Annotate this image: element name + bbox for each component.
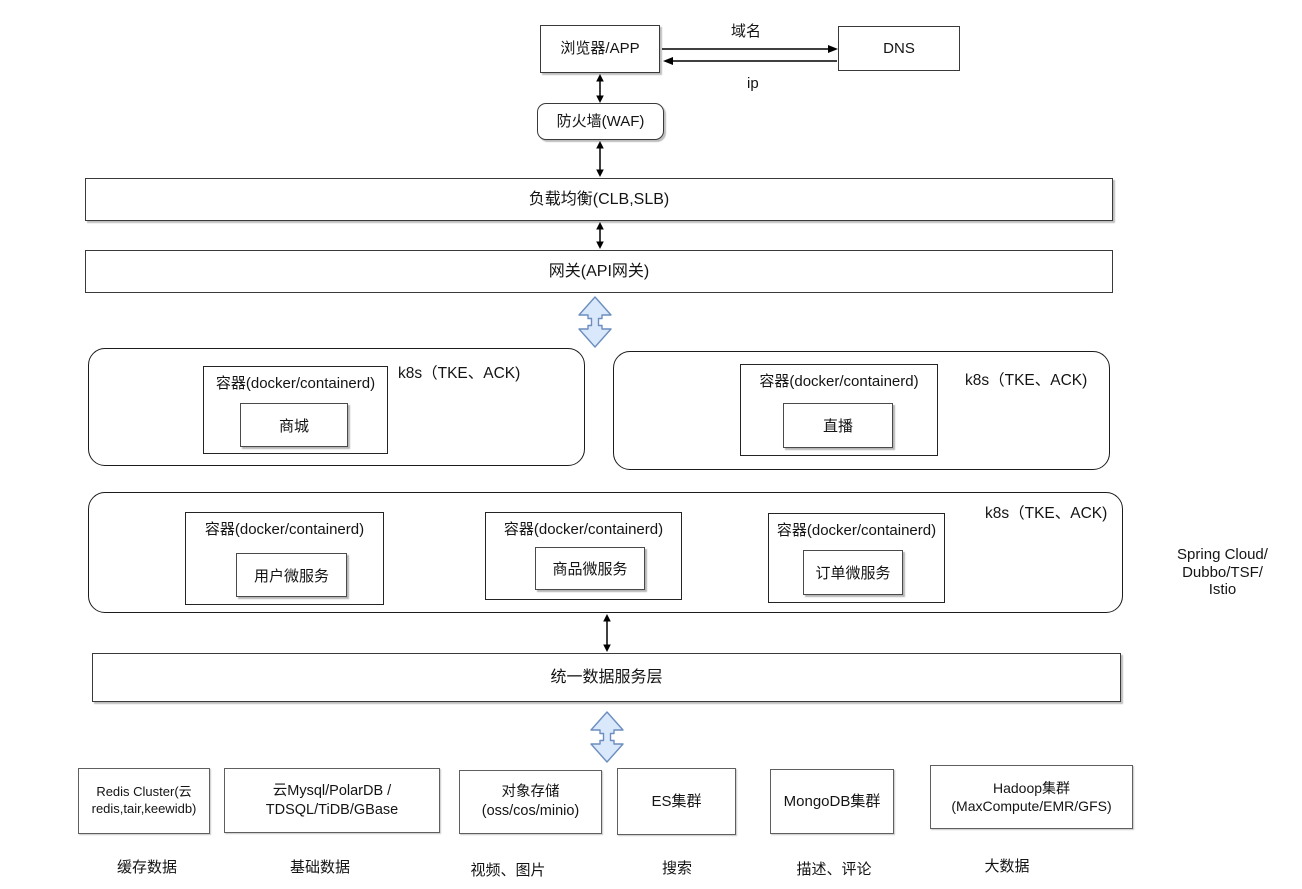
storage-hadoop-line: (MaxCompute/EMR/GFS) bbox=[951, 798, 1112, 814]
storage-redis-line: redis,tair,keewidb) bbox=[91, 801, 197, 816]
service-user-label: 用户微服务 bbox=[253, 567, 329, 585]
category-label-bigdata: 大数据 bbox=[984, 858, 1030, 875]
waf-label: 防火墙(WAF) bbox=[556, 112, 645, 130]
framework-note-line: Spring Cloud/ bbox=[1177, 546, 1268, 563]
service-box-live: 直播 bbox=[783, 403, 893, 448]
container-title: 容器(docker/containerd) bbox=[759, 373, 919, 390]
storage-oss-line: 对象存储 bbox=[501, 784, 560, 801]
framework-note-line: Dubbo/TSF/ bbox=[1182, 563, 1263, 581]
category-label-base-data: 基础数据 bbox=[289, 859, 351, 876]
category-label-cache: 缓存数据 bbox=[116, 859, 178, 876]
domain-request-arrow bbox=[662, 45, 838, 53]
gateway-k8s-flow-arrow bbox=[578, 296, 612, 348]
storage-box-hadoop: Hadoop集群 (MaxCompute/EMR/GFS) bbox=[930, 765, 1133, 829]
category-label-media: 视频、图片 bbox=[470, 862, 546, 879]
browser-app-node: 浏览器/APP bbox=[540, 25, 660, 73]
k8s-cluster-mall-label: k8s（TKE、ACK) bbox=[398, 365, 521, 382]
waf-lb-arrow bbox=[596, 141, 604, 177]
container-box-live: 容器(docker/containerd) bbox=[740, 364, 938, 456]
framework-note-line: Istio bbox=[1208, 581, 1237, 598]
storage-mongo-line: MongoDB集群 bbox=[783, 792, 881, 810]
datalayer-storage-flow-arrow bbox=[590, 711, 624, 763]
domain-arrow-label: 域名 bbox=[731, 23, 762, 40]
storage-redis-line: Redis Cluster(云 bbox=[96, 784, 192, 800]
service-box-product: 商品微服务 bbox=[535, 547, 645, 590]
service-live-label: 直播 bbox=[822, 418, 853, 435]
gateway-label: 网关(API网关) bbox=[548, 262, 650, 280]
storage-mysql-line: TDSQL/TiDB/GBase bbox=[265, 801, 399, 818]
browser-waf-arrow bbox=[596, 74, 604, 103]
container-title: 容器(docker/containerd) bbox=[776, 522, 937, 539]
storage-box-es: ES集群 bbox=[617, 768, 736, 835]
ip-response-arrow bbox=[663, 57, 837, 65]
dns-label: DNS bbox=[883, 39, 915, 57]
container-title: 容器(docker/containerd) bbox=[215, 375, 376, 392]
service-box-mall: 商城 bbox=[240, 403, 348, 447]
load-balancer-bar: 负载均衡(CLB,SLB) bbox=[85, 178, 1113, 221]
load-balancer-label: 负载均衡(CLB,SLB) bbox=[528, 190, 670, 208]
k8s-cluster-live-label: k8s（TKE、ACK) bbox=[965, 372, 1088, 389]
category-label-comments: 描述、评论 bbox=[796, 861, 872, 878]
container-title: 容器(docker/containerd) bbox=[204, 521, 365, 538]
storage-oss-line: (oss/cos/minio) bbox=[481, 803, 580, 819]
storage-mysql-line: 云Mysql/PolarDB / bbox=[272, 782, 392, 799]
storage-box-mysql: 云Mysql/PolarDB / TDSQL/TiDB/GBase bbox=[224, 768, 440, 833]
ip-arrow-label: ip bbox=[747, 75, 759, 92]
dns-node: DNS bbox=[838, 26, 960, 71]
storage-es-line: ES集群 bbox=[651, 792, 702, 810]
lb-gateway-arrow bbox=[596, 222, 604, 249]
storage-hadoop-line: Hadoop集群 bbox=[992, 779, 1071, 796]
container-title: 容器(docker/containerd) bbox=[503, 521, 664, 538]
browser-app-label: 浏览器/APP bbox=[560, 40, 640, 57]
framework-note: Spring Cloud/ Dubbo/TSF/ Istio bbox=[1150, 546, 1295, 599]
waf-node: 防火墙(WAF) bbox=[537, 103, 664, 140]
service-box-user: 用户微服务 bbox=[236, 553, 347, 597]
storage-box-object-storage: 对象存储 (oss/cos/minio) bbox=[459, 770, 602, 834]
service-mall-label: 商城 bbox=[278, 417, 309, 435]
k8s-cluster-microservices-label: k8s（TKE、ACK) bbox=[985, 505, 1108, 522]
storage-box-mongodb: MongoDB集群 bbox=[770, 769, 894, 834]
service-product-label: 商品微服务 bbox=[552, 561, 628, 578]
gateway-bar: 网关(API网关) bbox=[85, 250, 1113, 293]
data-layer-label: 统一数据服务层 bbox=[550, 668, 663, 686]
service-order-label: 订单微服务 bbox=[815, 565, 891, 582]
service-box-order: 订单微服务 bbox=[803, 550, 903, 595]
data-layer-bar: 统一数据服务层 bbox=[92, 653, 1121, 702]
category-label-search: 搜索 bbox=[661, 860, 693, 877]
k8s-datalayer-arrow bbox=[603, 614, 611, 652]
storage-box-redis: Redis Cluster(云 redis,tair,keewidb) bbox=[78, 768, 210, 834]
